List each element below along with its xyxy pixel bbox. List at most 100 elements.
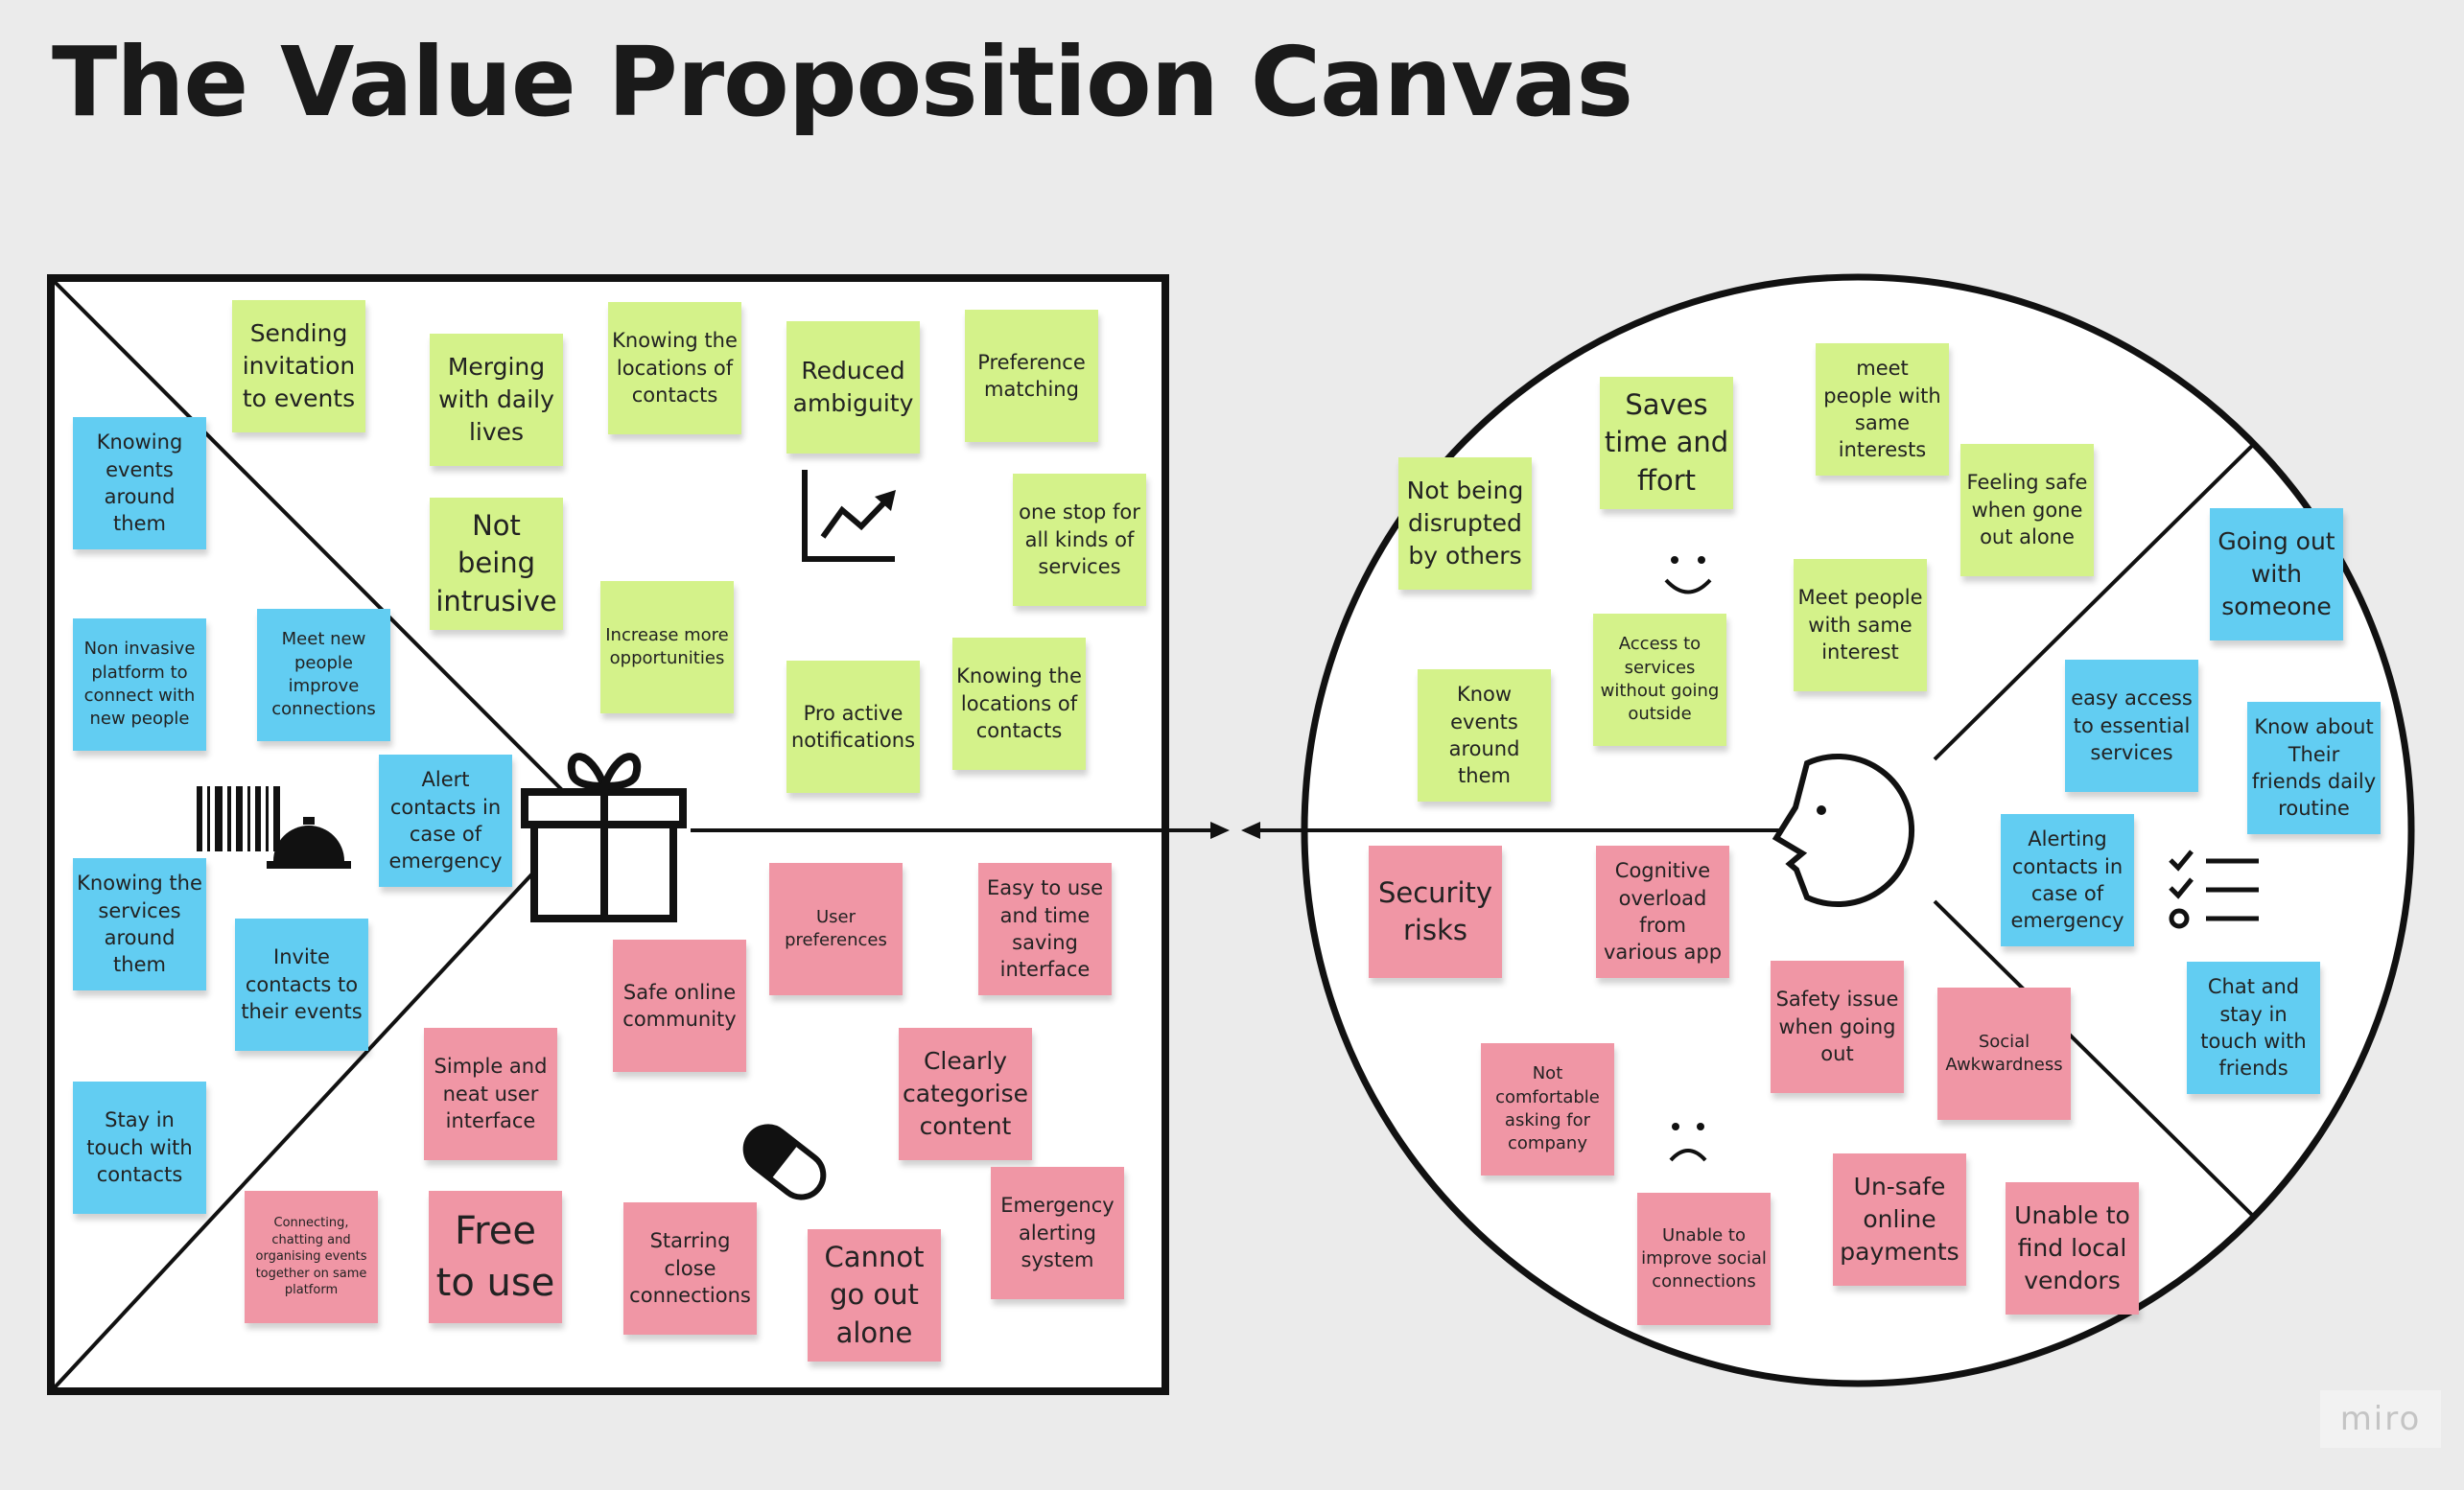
sticky-note-text: Easy to use and time saving interface [986,876,1104,982]
sticky-note-text: Cognitive overload from various app [1603,859,1723,965]
sticky-note-text: Un-safe online payments [1840,1173,1959,1266]
sticky-note-gain[interactable]: Know events around them [1418,669,1551,802]
sticky-note-text: Emergency alerting system [1000,1194,1115,1272]
sticky-note-pain-reliever[interactable]: Safe online community [613,940,746,1072]
sticky-note-text: Security risks [1377,875,1493,946]
sticky-note-product-service[interactable]: Knowing events around them [73,417,206,549]
sticky-note-job[interactable]: Alerting contacts in case of emergency [2001,814,2134,946]
sticky-note-text: Stay in touch with contacts [86,1108,193,1187]
sticky-note-gain-creator[interactable]: Reduced ambiguity [786,321,920,454]
sticky-note-product-service[interactable]: Knowing the services around them [73,858,206,990]
sticky-note-text: Meet people with same interest [1797,586,1923,664]
sticky-note-text: Safe online community [622,980,737,1031]
sticky-note-gain-creator[interactable]: Preference matching [965,310,1098,442]
smiley-icon [1664,556,1712,594]
sticky-note-text: Know about Their friends daily routine [2251,715,2377,821]
sticky-note-text: Saves time and ffort [1604,388,1729,497]
sticky-note-product-service[interactable]: Stay in touch with contacts [73,1082,206,1214]
sticky-note-text: Not being disrupted by others [1406,477,1524,570]
sticky-note-text: Pro active notifications [790,701,916,752]
sticky-note-product-service[interactable]: Alert contacts in case of emergency [379,755,512,887]
sticky-note-gain-creator[interactable]: one stop for all kinds of services [1013,474,1146,606]
sticky-note-job[interactable]: Chat and stay in touch with friends [2187,962,2320,1094]
face-icon [1772,754,1914,907]
miro-logo: miro [2320,1390,2441,1448]
sticky-note-text: Meet new people improve connections [271,629,376,720]
sticky-note-text: Connecting, chatting and organising even… [255,1216,367,1298]
fit-connector [691,822,1298,839]
sticky-note-pain-reliever[interactable]: User preferences [769,863,903,995]
sticky-note-text: User preferences [785,906,887,950]
sticky-note-pain[interactable]: Unable to improve social connections [1637,1193,1771,1325]
arrow-right-icon [1210,822,1230,839]
sticky-note-text: easy access to essential services [2071,687,2193,765]
sticky-note-pain-reliever[interactable]: Starring close connections [623,1202,757,1335]
sticky-note-text: Alerting contacts in case of emergency [2010,827,2124,933]
sticky-note-text: Knowing events around them [96,431,183,536]
sticky-note-gain[interactable]: Feeling safe when gone out alone [1960,444,2094,576]
sticky-note-gain-creator[interactable]: Sending invitation to events [232,300,365,432]
sticky-note-text: Not comfortable asking for company [1495,1063,1600,1154]
service-bell-icon [267,817,351,869]
sticky-note-pain[interactable]: Security risks [1369,846,1502,978]
sticky-note-product-service[interactable]: Invite contacts to their events [235,919,368,1051]
sticky-note-pain-reliever[interactable]: Cannot go out alone [808,1229,941,1362]
sticky-note-gain-creator[interactable]: Increase more opportunities [600,581,734,713]
sticky-note-text: one stop for all kinds of services [1019,501,1140,579]
sticky-note-gain-creator[interactable]: Not being intrusive [430,498,563,630]
sticky-note-text: Sending invitation to events [242,319,356,412]
sticky-note-gain[interactable]: meet people with same interests [1816,343,1949,476]
sticky-note-text: Preference matching [977,350,1086,401]
sticky-note-text: Cannot go out alone [824,1241,925,1349]
sticky-note-gain-creator[interactable]: Knowing the locations of contacts [952,638,1086,770]
sticky-note-product-service[interactable]: Meet new people improve connections [257,609,390,741]
sticky-note-text: Know events around them [1448,683,1520,788]
sticky-note-gain[interactable]: Saves time and ffort [1600,377,1733,509]
sticky-note-pain-reliever[interactable]: Easy to use and time saving interface [978,863,1112,995]
sticky-note-text: Unable to find local vendors [2014,1201,2130,1294]
sticky-note-gain[interactable]: Meet people with same interest [1794,559,1927,691]
sticky-note-text: Merging with daily lives [438,353,554,446]
sticky-note-text: Invite contacts to their events [241,945,363,1024]
sticky-note-pain-reliever[interactable]: Free to use [429,1191,562,1323]
sticky-note-text: Non invasive platform to connect with ne… [83,639,196,730]
sticky-note-job[interactable]: easy access to essential services [2065,660,2198,792]
sticky-note-product-service[interactable]: Non invasive platform to connect with ne… [73,618,206,751]
sticky-note-pain[interactable]: Social Awkwardness [1937,988,2071,1120]
sticky-note-pain[interactable]: Un-safe online payments [1833,1153,1966,1286]
sticky-note-job[interactable]: Going out with someone [2210,508,2343,640]
sticky-note-text: Starring close connections [629,1229,751,1308]
sticky-note-text: Free to use [435,1209,555,1305]
sticky-note-pain[interactable]: Not comfortable asking for company [1481,1043,1614,1176]
sticky-note-gain[interactable]: Not being disrupted by others [1398,457,1532,590]
sticky-note-text: Unable to improve social connections [1641,1224,1767,1292]
sticky-note-text: Alert contacts in case of emergency [388,768,503,873]
sticky-note-text: Social Awkwardness [1945,1031,2063,1075]
sticky-note-gain-creator[interactable]: Merging with daily lives [430,334,563,466]
sticky-note-text: Going out with someone [2218,527,2335,620]
sticky-note-text: Feeling safe when gone out alone [1966,471,2088,549]
sticky-note-text: meet people with same interests [1823,357,1941,462]
sticky-note-text: Safety issue when going out [1775,988,1899,1066]
arrow-left-icon [1241,822,1260,839]
sticky-note-text: Simple and neat user interface [434,1055,548,1133]
pill-icon [742,1124,827,1200]
sticky-note-text: Knowing the services around them [77,872,202,977]
sticky-note-job[interactable]: Know about Their friends daily routine [2247,702,2381,834]
sticky-note-text: Reduced ambiguity [792,357,914,417]
sticky-note-pain-reliever[interactable]: Clearly categorise content [899,1028,1032,1160]
sticky-note-pain-reliever[interactable]: Connecting, chatting and organising even… [245,1191,378,1323]
sticky-note-pain-reliever[interactable]: Emergency alerting system [991,1167,1124,1299]
sticky-note-pain-reliever[interactable]: Simple and neat user interface [424,1028,557,1160]
sticky-note-text: Increase more opportunities [605,624,729,668]
checklist-icon [2169,850,2259,929]
sticky-note-text: Knowing the locations of contacts [612,329,738,407]
sticky-note-gain-creator[interactable]: Knowing the locations of contacts [608,302,741,434]
sticky-note-pain[interactable]: Safety issue when going out [1771,961,1904,1093]
sticky-note-pain[interactable]: Cognitive overload from various app [1596,846,1729,978]
sticky-note-gain[interactable]: Access to services without going outside [1593,614,1726,746]
sticky-note-text: Not being intrusive [435,509,557,617]
sticky-note-gain-creator[interactable]: Pro active notifications [786,661,920,793]
gift-icon [521,753,687,922]
sticky-note-pain[interactable]: Unable to find local vendors [2006,1182,2139,1315]
